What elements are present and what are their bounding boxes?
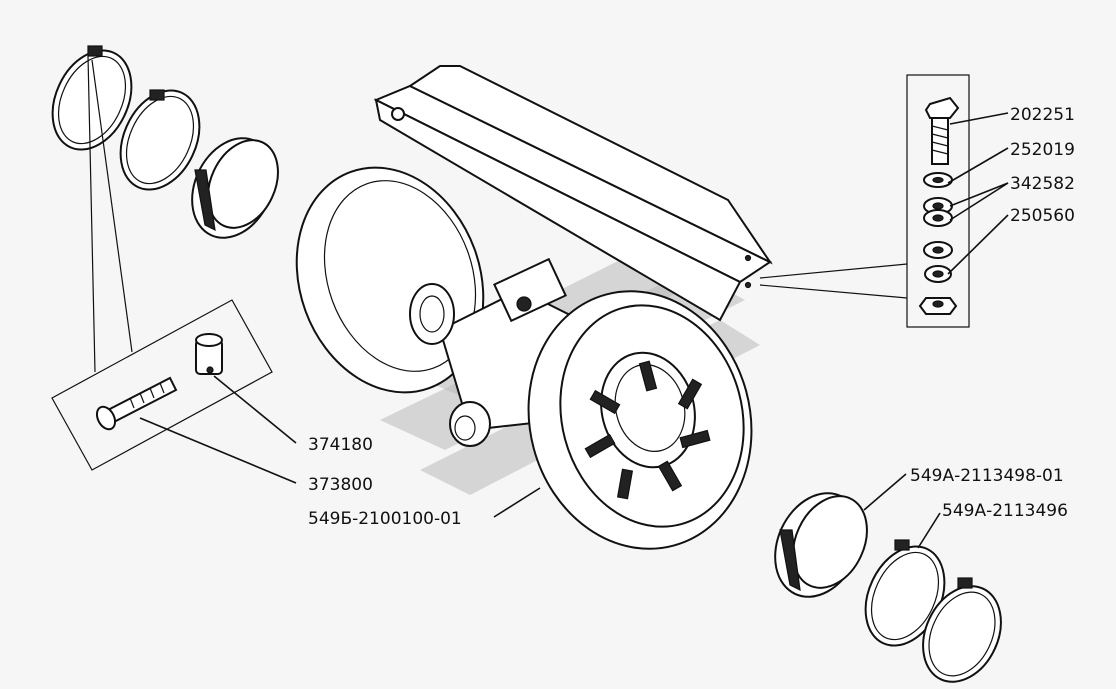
right-detail-box [759, 74, 970, 328]
washers-342582 [923, 197, 953, 227]
label-374180: 374180 [308, 435, 373, 455]
label-549b-2100100-01: 549Б-2100100-01 [308, 509, 462, 529]
bolt-202251 [924, 96, 960, 165]
main-bracket [373, 65, 773, 322]
label-549a-2113498-01: 549А-2113498-01 [910, 466, 1064, 486]
label-549a-2113496: 549А-2113496 [942, 501, 1068, 521]
right-clamp-ring-2 [922, 577, 1002, 683]
bolt-373800 [95, 376, 178, 431]
washer-252019 [923, 172, 953, 188]
nut-374180 [195, 333, 223, 375]
nut-250560 [918, 297, 958, 315]
label-250560: 250560 [1010, 206, 1075, 226]
left-sleeve [191, 137, 279, 239]
label-373800: 373800 [308, 475, 373, 495]
fan-disc [527, 290, 753, 550]
washer-250560 [923, 241, 953, 283]
label-202251: 202251 [1010, 105, 1075, 125]
left-clamp-ring-1 [51, 45, 133, 151]
right-sleeve [774, 492, 868, 598]
label-252019: 252019 [1010, 140, 1075, 160]
label-342582: 342582 [1010, 174, 1075, 194]
detail-box-left [51, 55, 273, 471]
leader-lines [139, 112, 1009, 549]
left-clamp-ring-2 [119, 89, 201, 191]
